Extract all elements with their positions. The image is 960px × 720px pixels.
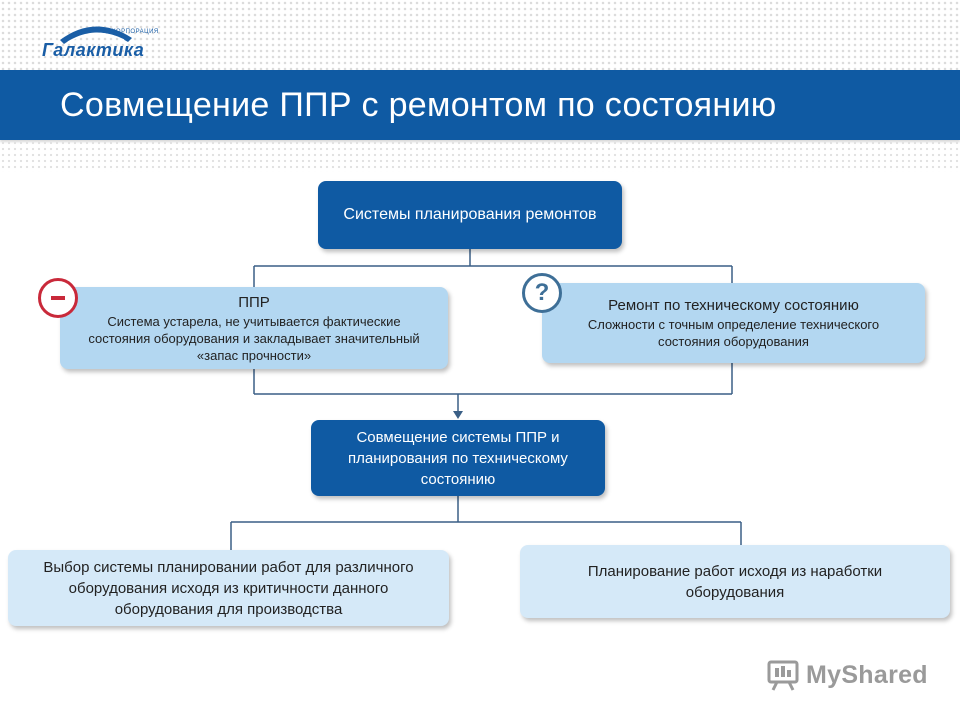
logo-text: Галактика (42, 40, 145, 60)
ppr-box: ППР Система устарела, не учитывается фак… (60, 287, 448, 369)
repair-planning-systems-box: Системы планирования ремонтов (318, 181, 622, 249)
title-bar (0, 70, 960, 140)
header-dot-pattern (0, 0, 960, 70)
planning-selection-box: Выбор системы планировании работ для раз… (8, 550, 449, 626)
condition-based-repair-description: Сложности с точным определение техническ… (587, 317, 880, 349)
minus-icon (38, 278, 78, 318)
ppr-description: Система устарела, не учитывается фактиче… (88, 313, 420, 363)
planning-selection-label: Выбор системы планировании работ для раз… (43, 558, 414, 618)
combined-system-label: Совмещение системы ППР и планирования по… (348, 428, 568, 488)
repair-planning-systems-label: Системы планирования ремонтов (343, 206, 597, 223)
condition-based-repair-box: Ремонт по техническому состоянию Сложнос… (542, 283, 925, 363)
slide-title: Совмещение ППР с ремонтом по состоянию (60, 86, 777, 124)
runtime-planning-label: Планирование работ исходя из наработки о… (587, 562, 883, 601)
question-icon: ? (522, 273, 562, 313)
condition-based-repair-heading: Ремонт по техническому состоянию (608, 297, 859, 314)
galaktika-logo (60, 26, 132, 44)
logo-subtext: КОРПОРАЦИЯ (112, 29, 159, 35)
title-dot-pattern (0, 140, 960, 172)
arrowhead-icon (453, 411, 463, 419)
minus-bar (51, 296, 65, 300)
watermark-text: MyShared (806, 660, 928, 689)
ppr-heading: ППР (238, 293, 270, 311)
myshared-watermark: MyShared (766, 657, 928, 693)
runtime-planning-box: Планирование работ исходя из наработки о… (520, 545, 950, 618)
presentation-board-icon (767, 660, 799, 691)
combined-system-box: Совмещение системы ППР и планирования по… (311, 420, 605, 496)
